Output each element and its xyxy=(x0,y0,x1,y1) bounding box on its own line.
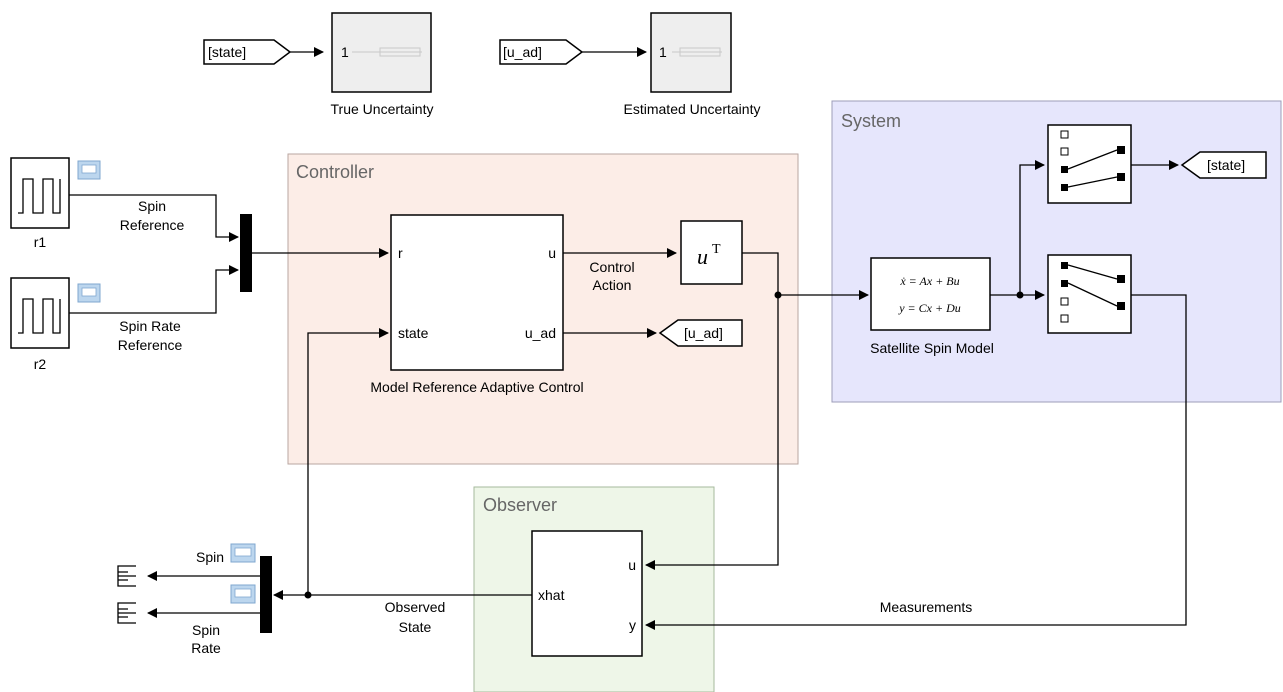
spin-reference-line1: Spin xyxy=(138,198,166,214)
wire-r1-to-mux[interactable] xyxy=(68,194,239,242)
observer-port-xhat: xhat xyxy=(538,587,565,603)
output-demux-block[interactable] xyxy=(260,556,272,633)
mrac-label: Model Reference Adaptive Control xyxy=(370,379,583,395)
wire-measurements[interactable] xyxy=(645,294,1187,630)
spin-label: Spin xyxy=(196,549,224,565)
r1-scope-icon[interactable] xyxy=(77,160,101,180)
estimated-uncertainty-block[interactable]: 1 Estimated Uncertainty xyxy=(624,12,761,117)
true-uncertainty-label: True Uncertainty xyxy=(331,101,434,117)
wire-transpose-to-satellite[interactable] xyxy=(742,252,869,300)
r2-scope-icon[interactable] xyxy=(77,283,101,303)
observed-state-line1: Observed xyxy=(385,599,446,615)
goto-state-text: [state] xyxy=(1207,157,1245,173)
spin-rate-line2: Rate xyxy=(191,640,221,656)
r2-label: r2 xyxy=(34,356,47,372)
observed-state-line2: State xyxy=(399,619,432,635)
satellite-eq1: ẋ = Ax + Bu xyxy=(899,274,959,288)
satellite-state-space-block[interactable]: ẋ = Ax + Bu y = Cx + Du xyxy=(870,257,991,331)
goto-uad-text: [u_ad] xyxy=(684,325,723,341)
input-mux-block[interactable] xyxy=(240,214,252,292)
goto-uad-tag[interactable]: [u_ad] xyxy=(658,319,743,347)
r1-label: r1 xyxy=(34,234,47,250)
true-uncertainty-block[interactable]: 1 True Uncertainty xyxy=(331,12,434,117)
r2-pulse-block[interactable]: r2 xyxy=(10,277,70,372)
mrac-port-u-ad: u_ad xyxy=(525,325,556,341)
pulse-icon xyxy=(18,178,61,214)
branch-point-satellite-out xyxy=(1016,291,1024,299)
spin-rate-reference-line1: Spin Rate xyxy=(119,318,181,334)
observer-port-u: u xyxy=(628,557,636,573)
r1-pulse-block[interactable]: r1 xyxy=(10,157,70,250)
satellite-eq2: y = Cx + Du xyxy=(898,301,961,315)
from-uad-tag[interactable]: [u_ad] xyxy=(499,39,584,65)
spin-rate-reference-line2: Reference xyxy=(118,337,183,353)
wire-observed-state-to-mrac[interactable] xyxy=(307,328,389,595)
transpose-sup: T xyxy=(712,242,721,257)
mrac-block[interactable]: r state u u_ad xyxy=(390,214,564,371)
control-action-line2: Action xyxy=(593,277,632,293)
observer-block[interactable]: u y xhat xyxy=(531,530,643,657)
transpose-base: u xyxy=(697,244,708,269)
spin-reference-line2: Reference xyxy=(120,217,185,233)
terminator-spin-rate-icon[interactable] xyxy=(117,602,136,624)
mrac-port-u: u xyxy=(548,245,556,261)
measurements-label: Measurements xyxy=(880,599,973,615)
spin-scope-icon[interactable] xyxy=(230,543,256,563)
satellite-label: Satellite Spin Model xyxy=(870,340,994,356)
pulse-icon xyxy=(18,298,61,334)
estimated-uncertainty-icon-text: 1 xyxy=(659,44,667,60)
branch-point-control xyxy=(774,291,782,299)
goto-state-tag[interactable]: [state] xyxy=(1180,151,1267,179)
from-state-text: [state] xyxy=(208,44,246,60)
control-action-line1: Control xyxy=(589,259,634,275)
mrac-port-r: r xyxy=(398,245,403,261)
wire-r2-to-mux[interactable] xyxy=(68,265,239,314)
wire-control-to-observer-u[interactable] xyxy=(645,295,779,570)
from-uad-text: [u_ad] xyxy=(503,44,542,60)
from-state-tag[interactable]: [state] xyxy=(203,39,292,65)
system-area-title: System xyxy=(841,111,901,131)
terminator-spin-icon[interactable] xyxy=(117,565,136,587)
selector-top-block[interactable] xyxy=(1047,124,1132,204)
wire-satellite-to-selector-top[interactable] xyxy=(1019,160,1045,295)
estimated-uncertainty-label: Estimated Uncertainty xyxy=(624,101,761,117)
controller-area-title: Controller xyxy=(296,162,374,182)
selector-bottom-block[interactable] xyxy=(1047,254,1132,334)
wires xyxy=(68,47,1187,630)
true-uncertainty-icon-text: 1 xyxy=(341,44,349,60)
branch-point-observed-state xyxy=(304,591,312,599)
mrac-port-state: state xyxy=(398,325,429,341)
spin-rate-line1: Spin xyxy=(192,622,220,638)
observer-port-y: y xyxy=(629,617,636,633)
observer-area-title: Observer xyxy=(483,495,557,515)
spin-rate-scope-icon[interactable] xyxy=(230,584,256,604)
transpose-block[interactable]: u T xyxy=(680,220,743,285)
